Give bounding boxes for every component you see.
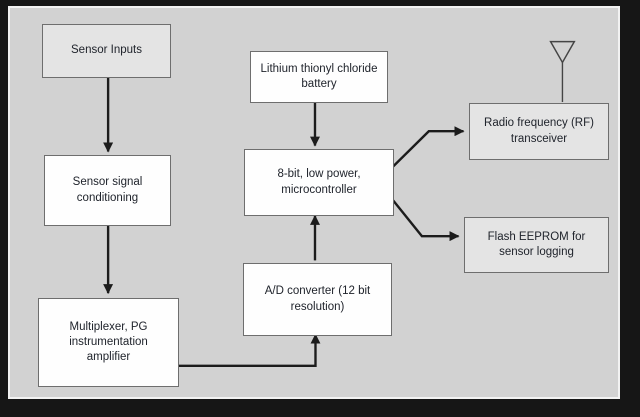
diagram-canvas: Sensor Inputs Sensor signal conditioning…	[8, 6, 620, 399]
arrow-microcontroller-to-eeprom	[390, 197, 460, 242]
node-rf-transceiver: Radio frequency (RF) transceiver	[469, 103, 609, 160]
node-sensor-signal-conditioning: Sensor signal conditioning	[44, 155, 171, 226]
node-microcontroller-label: 8-bit, low power, microcontroller	[277, 168, 361, 196]
node-sensor-signal-conditioning-label: Sensor signal conditioning	[72, 176, 143, 204]
node-ad-converter-label: A/D converter (12 bit resolution)	[264, 285, 371, 313]
node-sensor-inputs: Sensor Inputs	[42, 24, 171, 78]
arrow-multiplexer-to-adc	[178, 333, 321, 368]
node-sensor-inputs-label: Sensor Inputs	[71, 44, 142, 57]
node-flash-eeprom: Flash EEPROM for sensor logging	[464, 217, 609, 273]
node-microcontroller: 8-bit, low power, microcontroller	[244, 149, 394, 216]
node-flash-eeprom-label: Flash EEPROM for sensor logging	[487, 230, 586, 258]
antenna-icon	[549, 40, 576, 103]
node-rf-transceiver-label: Radio frequency (RF) transceiver	[484, 117, 594, 145]
node-lithium-battery: Lithium thionyl chloride battery	[250, 51, 388, 103]
node-ad-converter: A/D converter (12 bit resolution)	[243, 263, 392, 336]
node-multiplexer-pg-amplifier-label: Multiplexer, PG instrumentation amplifie…	[69, 320, 148, 364]
node-multiplexer-pg-amplifier: Multiplexer, PG instrumentation amplifie…	[38, 298, 179, 387]
node-lithium-battery-label: Lithium thionyl chloride battery	[260, 62, 378, 90]
arrow-microcontroller-to-rf	[390, 126, 465, 170]
